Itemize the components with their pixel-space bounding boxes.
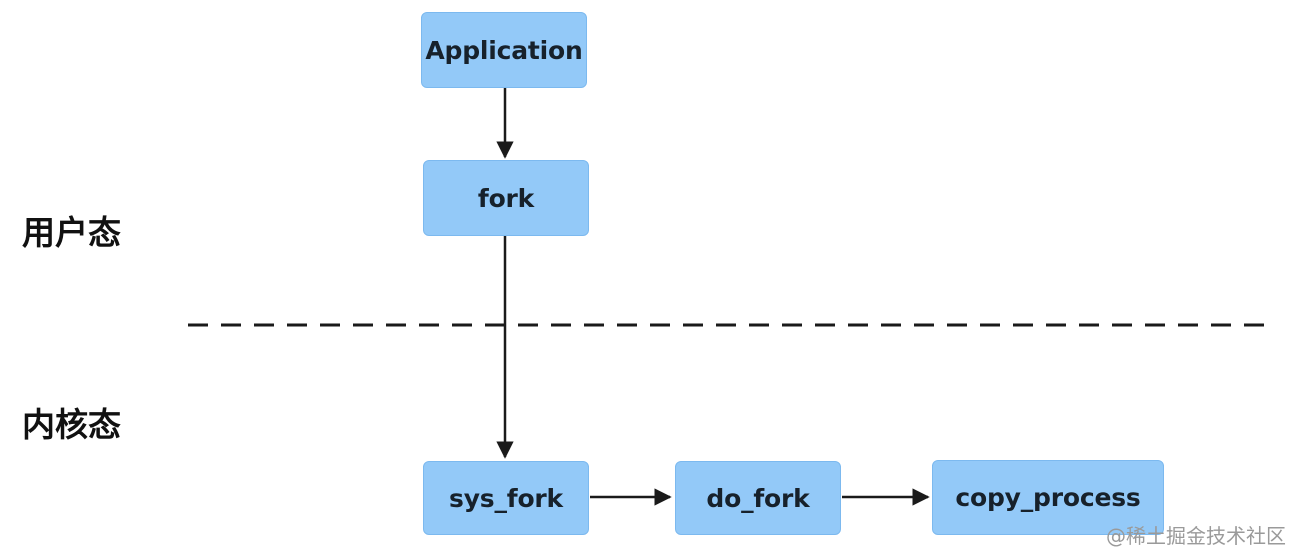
user-space-label: 用户态 [22,213,121,252]
kernel-space-label: 内核态 [22,405,121,444]
watermark: @稀土掘金技术社区 [1106,524,1286,548]
copy-process-node: copy_process [932,460,1164,535]
application-node: Application [421,12,587,88]
do-fork-node: do_fork [675,461,841,535]
fork-node: fork [423,160,589,236]
sys-fork-node: sys_fork [423,461,589,535]
